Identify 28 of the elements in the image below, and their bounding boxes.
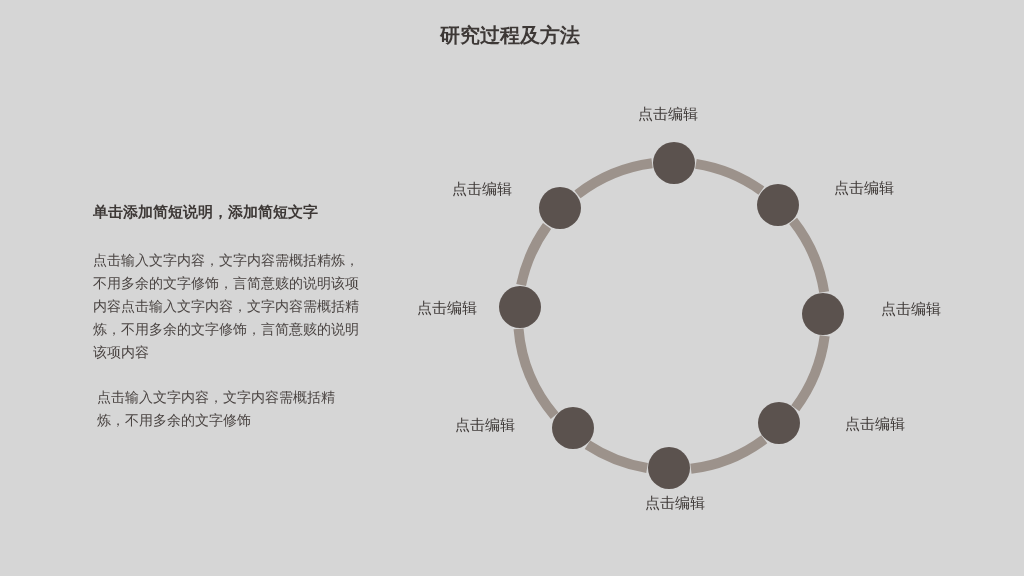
node-caption: 点击编辑 [845,415,905,434]
node-caption: 点击编辑 [834,179,894,198]
ring-arc [694,159,765,195]
node-caption: 点击编辑 [645,494,705,513]
circle-marker [757,184,799,226]
node-caption: 点击编辑 [638,105,698,124]
paragraph: 点击输入文字内容，文字内容需概括精炼，不用多余的文字修饰，言简意赅的说明该项内容点击输入文字内容，文字内容需概括精炼，不用多余的文字修饰，言简意赅的说明该项内容 [93,251,360,362]
slide-title: 研究过程及方法 [439,22,581,49]
subheading: 单击添加简短说明，添加简短文字 [93,203,319,222]
circle-marker [653,142,695,184]
ring-arc [513,328,559,419]
circle-marker [758,402,800,444]
circle-marker [552,407,594,449]
ring-arc [516,223,552,287]
circle-marker [802,293,844,335]
node-caption: 点击编辑 [881,300,941,319]
paragraph: 点击输入文字内容，文字内容需概括精炼，不用多余的文字修饰 [97,388,336,430]
node-caption: 点击编辑 [455,416,515,435]
ring-arc [690,435,767,474]
circle-marker [539,187,581,229]
node-caption: 点击编辑 [452,180,512,199]
node-caption: 点击编辑 [417,299,477,318]
ring-arc [574,158,653,199]
ring-arc [789,218,829,294]
ring-arc [584,440,649,473]
circle-marker [648,447,690,489]
circle-marker [499,286,541,328]
ring-arc [791,334,830,411]
